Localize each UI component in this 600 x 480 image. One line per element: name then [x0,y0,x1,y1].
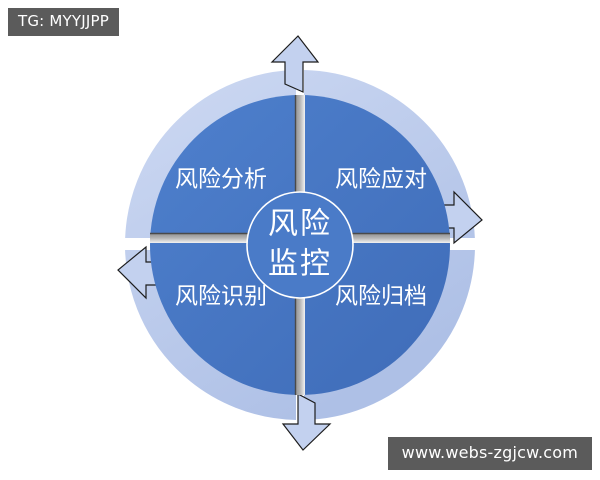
center-label-line2: 监控 [268,247,332,282]
center-hub: 风险 监控 [246,191,354,299]
quadrant-label-top-left: 风险分析 [175,167,267,193]
watermark-top-left: TG: MYYJJPP [8,8,120,36]
arrow-top-icon [270,35,320,93]
ring-arrowheads [117,35,483,451]
center-label-line1: 风险 [268,207,332,242]
watermark-bottom-right: www.webs-zgjcw.com [387,437,592,470]
quadrant-labels: 风险分析 风险应对 风险识别 风险归档 [175,167,427,310]
quadrant-label-top-right: 风险应对 [335,167,427,193]
center-hub-ring [246,191,354,299]
arrow-bottom-icon [281,393,332,451]
quadrant-label-bottom-left: 风险识别 [175,284,267,310]
quadrant-label-bottom-right: 风险归档 [335,284,427,310]
center-hub-fill [247,192,353,298]
